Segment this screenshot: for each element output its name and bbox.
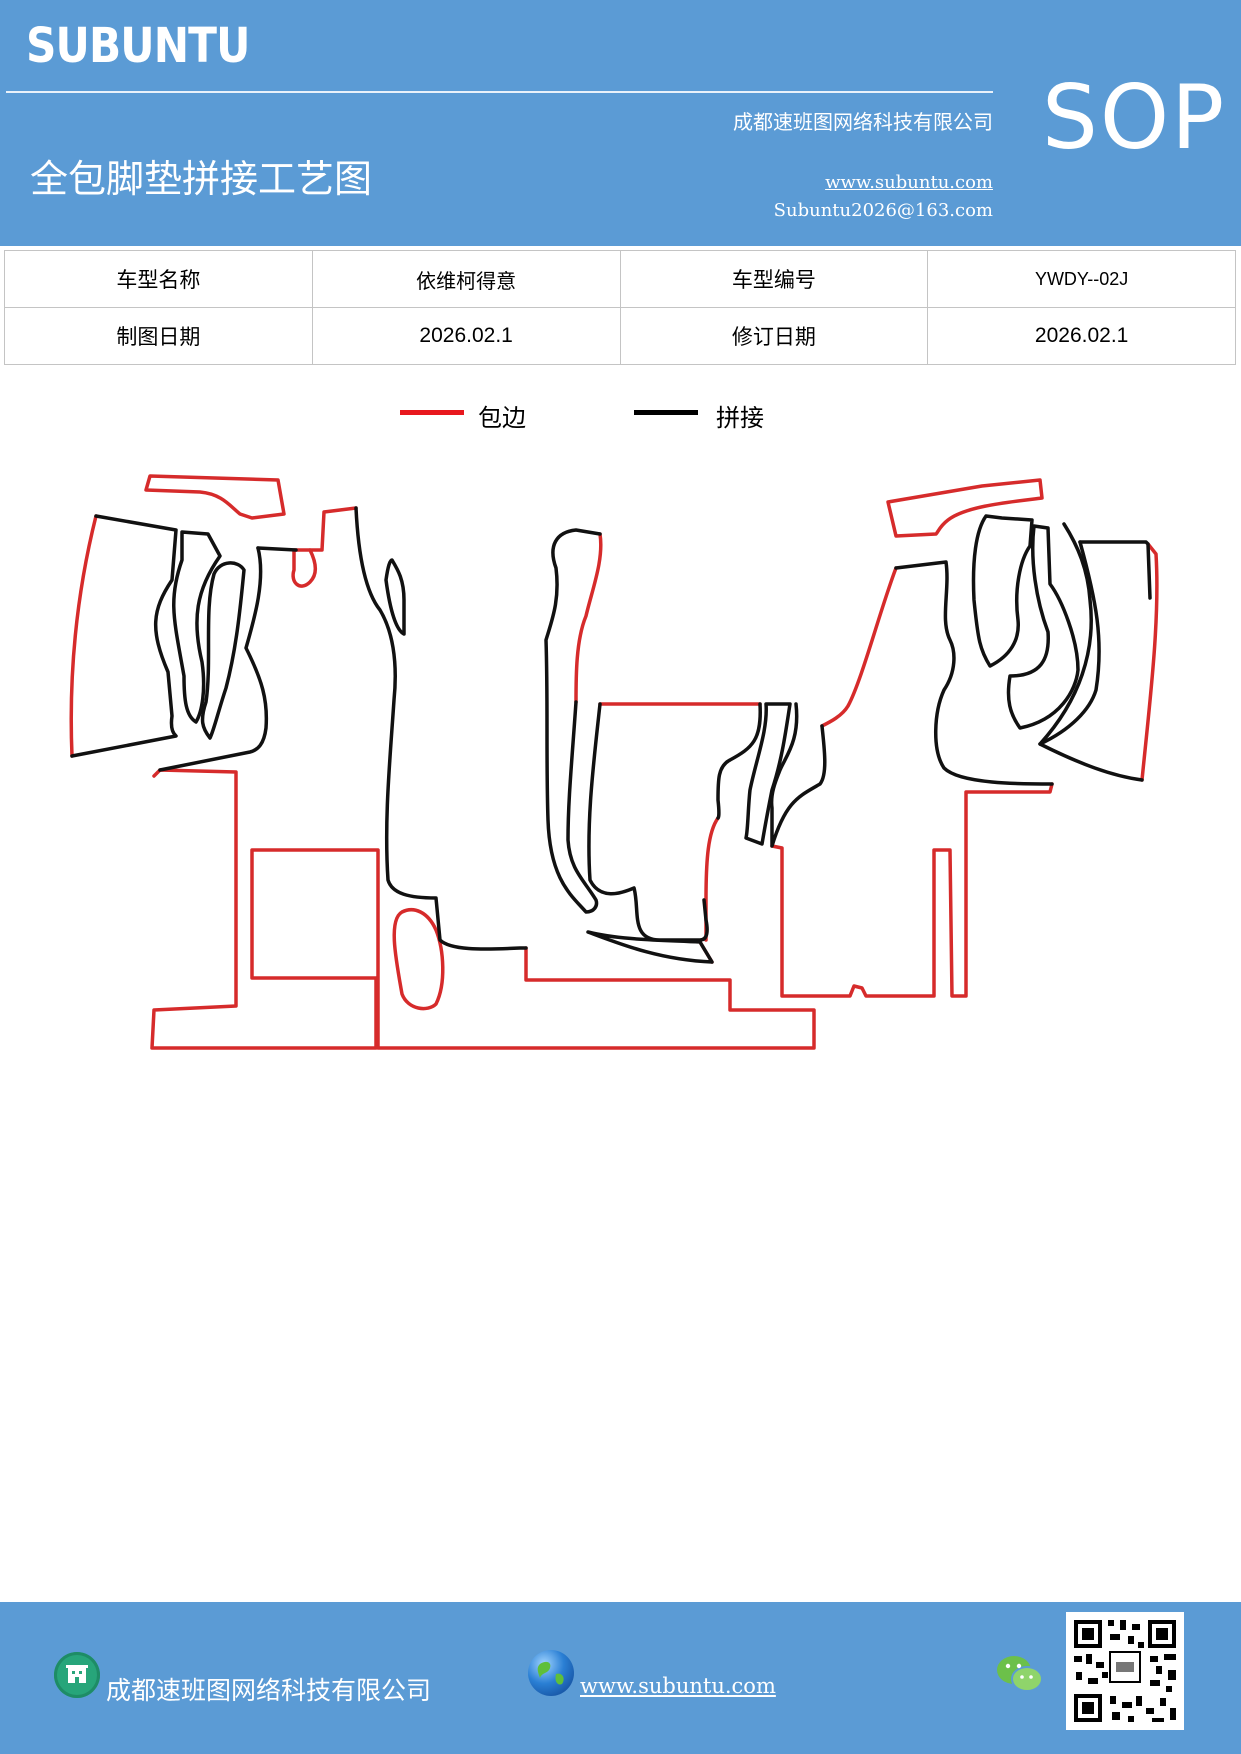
header-divider	[6, 91, 993, 93]
email-address: Subuntu2026@163.com	[773, 200, 993, 221]
document-title: 全包脚垫拼接工艺图	[30, 157, 373, 201]
seam-segment	[894, 560, 1054, 786]
building-icon	[54, 1652, 100, 1698]
header-banner: SUBUNTU 成都速班图网络科技有限公司 全包脚垫拼接工艺图 www.subu…	[0, 0, 1241, 246]
seam-segment	[1038, 540, 1101, 746]
footer-banner: 成都速班图网络科技有限公司 www.subuntu.com	[0, 1602, 1241, 1754]
edge-segment	[392, 908, 445, 1011]
company-name: 成都速班图网络科技有限公司	[733, 110, 993, 134]
seam-segment	[158, 546, 269, 772]
draw-date-value: 2026.02.1	[311, 307, 621, 365]
edge-segment	[1140, 542, 1159, 782]
edge-segment	[144, 474, 286, 520]
seam-segment	[971, 514, 1034, 668]
legend-edge-label: 包边	[478, 404, 526, 432]
wechat-icon[interactable]	[996, 1654, 1044, 1700]
legend-seam-label: 拼接	[716, 404, 764, 432]
edge-segment	[574, 532, 603, 704]
seam-segment	[744, 702, 792, 846]
seam-lines	[70, 506, 1152, 964]
model-code-value: YWDY--02J	[927, 250, 1236, 308]
seam-segment	[586, 930, 714, 964]
seam-segment	[354, 506, 528, 951]
seam-segment	[1038, 522, 1144, 782]
qr-code[interactable]	[1066, 1612, 1184, 1730]
seam-segment	[172, 530, 222, 724]
revise-date-label: 修订日期	[619, 307, 929, 365]
globe-icon	[528, 1650, 574, 1696]
seam-segment	[716, 702, 762, 820]
seam-segment	[70, 514, 178, 758]
edge-segment	[291, 548, 317, 588]
seam-segment	[769, 702, 827, 848]
seam-segment	[587, 702, 709, 942]
seam-segment	[1006, 524, 1080, 730]
seam-segment	[384, 558, 406, 636]
model-name-label: 车型名称	[4, 250, 313, 308]
footer-company-name: 成都速班图网络科技有限公司	[106, 1676, 432, 1705]
website-link[interactable]: www.subuntu.com	[825, 172, 993, 193]
footer-website-link[interactable]: www.subuntu.com	[580, 1674, 776, 1698]
seam-segment	[544, 528, 602, 914]
seam-segment	[256, 546, 298, 552]
edge-segment	[69, 514, 98, 758]
edge-line-swatch	[400, 410, 464, 415]
edge-segment	[770, 782, 1054, 998]
edge-segment	[820, 566, 898, 728]
edge-segment	[308, 506, 358, 552]
table-row: 车型名称 依维柯得意 车型编号 YWDY--02J	[4, 250, 1236, 308]
brand-logo: SUBUNTU	[26, 18, 250, 74]
info-table: 车型名称 依维柯得意 车型编号 YWDY--02J 制图日期 2026.02.1…	[4, 250, 1236, 365]
draw-date-label: 制图日期	[4, 307, 313, 365]
revise-date-value: 2026.02.1	[927, 307, 1236, 365]
model-code-label: 车型编号	[619, 250, 929, 308]
table-row: 制图日期 2026.02.1 修订日期 2026.02.1	[4, 307, 1236, 365]
model-name-value: 依维柯得意	[311, 250, 621, 308]
edge-segment	[886, 478, 1044, 538]
seam-line-swatch	[634, 410, 698, 415]
seam-segment	[1078, 540, 1152, 600]
sop-badge: SOP	[1042, 66, 1227, 169]
edge-segment	[150, 768, 816, 1050]
edge-segment	[704, 816, 720, 942]
floor-mat-diagram	[69, 474, 1159, 1050]
seam-segment	[200, 561, 246, 740]
